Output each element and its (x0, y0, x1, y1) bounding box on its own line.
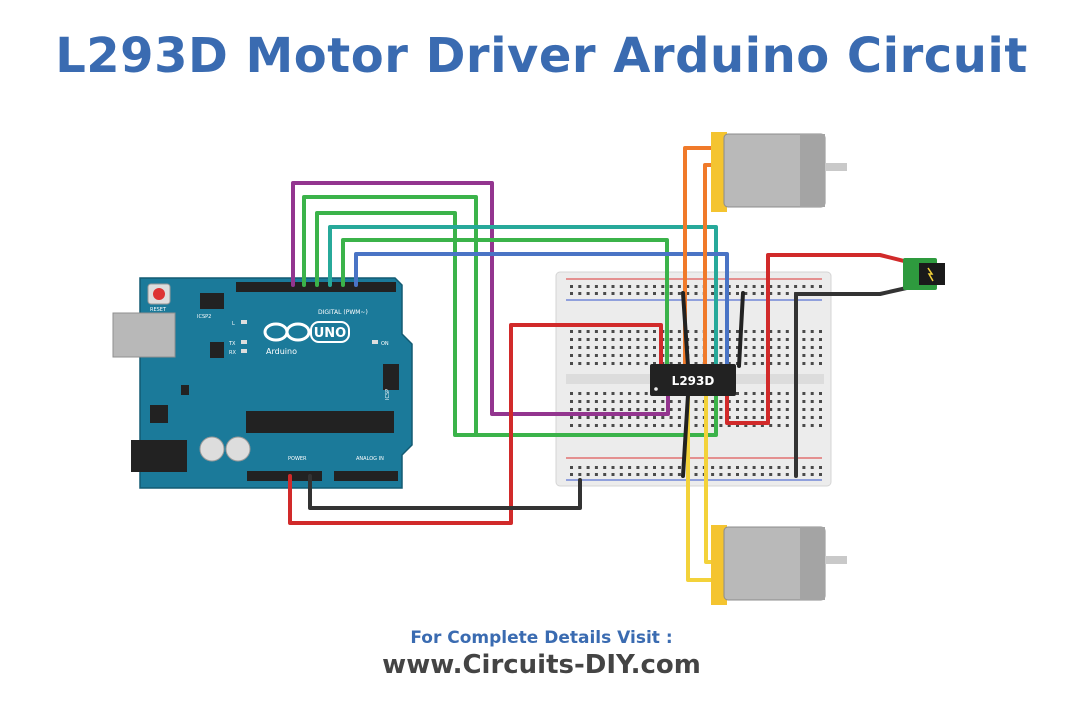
power-label: POWER (288, 456, 307, 462)
rx-label: RX (229, 350, 236, 356)
l293d-chip: L293D (650, 364, 736, 396)
wire-black-gnd (308, 474, 582, 510)
wire-black-jumper-3 (737, 291, 745, 368)
motor-bottom (711, 525, 847, 605)
chip-label: L293D (672, 374, 715, 388)
analog-label: ANALOG IN (356, 456, 384, 462)
wire-red-ext (725, 253, 922, 425)
icsp2-label: ICSP2 (197, 314, 211, 320)
wires (288, 146, 922, 582)
l-led-label: L (232, 321, 235, 327)
page-title: L293D Motor Driver Arduino Circuit (55, 28, 1028, 84)
on-led-label: ON (381, 341, 389, 347)
wire-red-5v (288, 323, 663, 525)
wire-teal (328, 225, 718, 368)
tx-label: TX (228, 341, 236, 347)
wire-black-jumper-2 (681, 393, 690, 478)
footer-visit-text: For Complete Details Visit : (410, 628, 673, 648)
wire-green-3 (341, 238, 669, 368)
wire-purple (291, 181, 670, 416)
digital-label: DIGITAL (PWM~) (318, 309, 368, 316)
arduino-board: RESET ICSP2 DIGITAL (PWM~) UNO Arduino L… (112, 277, 413, 489)
wire-blue (354, 252, 729, 368)
dc-power-jack (903, 258, 945, 290)
arduino-brand-label: Arduino (266, 347, 297, 356)
wire-black-jumper-1 (681, 291, 690, 368)
motor-top (711, 132, 847, 212)
wire-orange-2 (703, 163, 715, 368)
reset-label: RESET (150, 307, 167, 313)
arduino-logo: UNO Arduino (263, 321, 350, 356)
footer-website-link[interactable]: www.Circuits-DIY.com (382, 650, 701, 680)
wire-black-ext (794, 283, 922, 478)
uno-label: UNO (314, 326, 347, 341)
wire-green-2 (315, 211, 718, 437)
wire-yellow-1 (686, 393, 714, 582)
wire-yellow-2 (704, 393, 714, 564)
icsp-label: ICSP (385, 389, 391, 400)
